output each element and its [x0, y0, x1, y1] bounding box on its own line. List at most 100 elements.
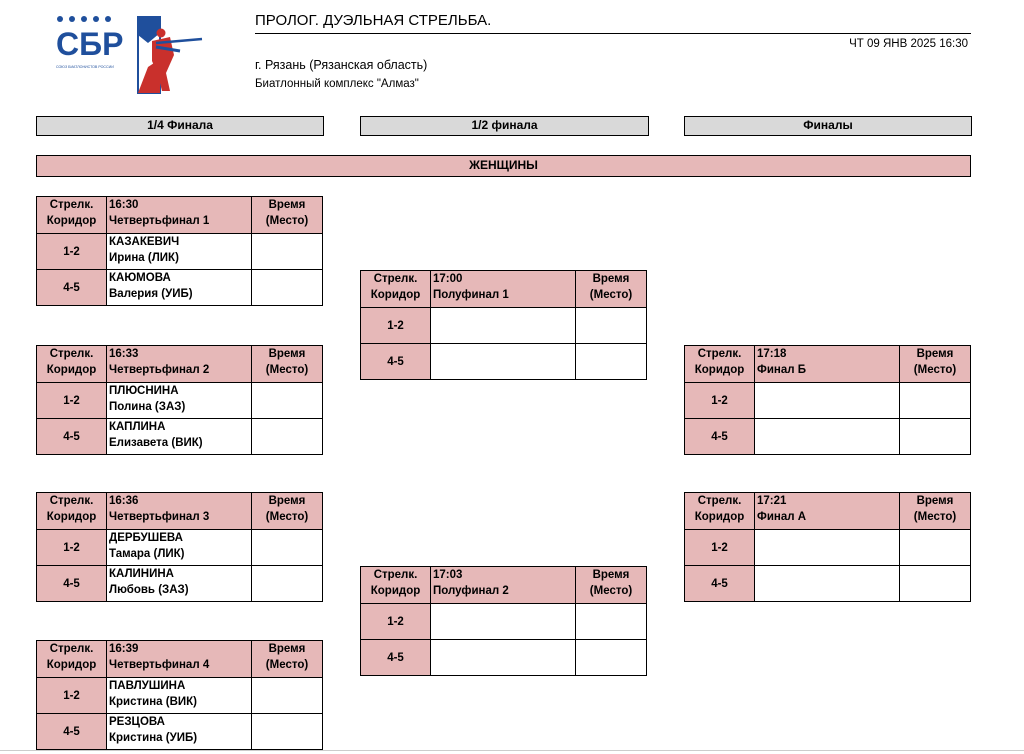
lane-cell: 4-5	[36, 269, 107, 306]
result-cell	[899, 565, 971, 602]
time-header-line2: (Место)	[913, 364, 957, 376]
athlete-surname: КАЮМОВА	[109, 272, 171, 284]
result-cell	[899, 382, 971, 419]
heat-name: Четвертьфинал 1	[109, 215, 210, 227]
time-header-line1: Время	[916, 348, 954, 360]
lane-header: Стрелк.Коридор	[684, 492, 755, 530]
page-bottom-edge	[0, 750, 1024, 751]
event-datetime: ЧТ 09 ЯНВ 2025 16:30	[849, 38, 968, 50]
time-header-line1: Время	[592, 569, 630, 581]
athlete-firstname-team: Кристина (УИБ)	[109, 732, 198, 744]
heat-time: 17:21	[757, 495, 787, 507]
lane-cell: 4-5	[684, 565, 755, 602]
result-cell	[251, 677, 323, 714]
time-header: Время(Место)	[251, 492, 323, 530]
lane-cell: 4-5	[360, 343, 431, 380]
lane-header-line2: Коридор	[46, 659, 97, 671]
lane-header-line1: Стрелк.	[373, 273, 418, 285]
athlete-cell	[430, 343, 576, 380]
lane-cell: 1-2	[360, 603, 431, 640]
time-header: Время(Место)	[251, 640, 323, 678]
athlete-cell	[754, 418, 900, 455]
lane-cell: 4-5	[684, 418, 755, 455]
time-header: Время (Место)	[251, 345, 323, 383]
lane-cell: 1-2	[36, 529, 107, 566]
athlete-row: 4-5	[684, 565, 971, 602]
lane-cell: 4-5	[36, 565, 107, 602]
athlete-firstname-team: Полина (ЗАЗ)	[109, 401, 186, 413]
lane-header: Стрелк. Коридор	[360, 566, 431, 604]
athlete-firstname-team: Елизавета (ВИК)	[109, 437, 203, 449]
result-cell	[575, 639, 647, 676]
lane-header-line1: Стрелк.	[49, 348, 94, 360]
lane-header-line1: Стрелк.	[697, 348, 742, 360]
time-header: Время(Место)	[251, 196, 323, 234]
athlete-row: 1-2	[360, 603, 647, 640]
lane-cell: 4-5	[36, 713, 107, 750]
time-header: Время (Место)	[575, 270, 647, 308]
heat-time: 17:03	[433, 569, 463, 581]
stage-finals: Финалы	[684, 116, 972, 136]
lane-header: Стрелк.Коридор	[684, 345, 755, 383]
athlete-firstname-team: Тамара (ЛИК)	[109, 548, 185, 560]
lane-header-line1: Стрелк.	[49, 495, 94, 507]
heat-name: Четвертьфинал 3	[109, 511, 210, 523]
time-header-line1: Время	[268, 348, 306, 360]
lane-header-line1: Стрелк.	[49, 643, 94, 655]
result-cell	[251, 565, 323, 602]
athlete-cell	[430, 603, 576, 640]
time-header-line1: Время	[916, 495, 954, 507]
event-venue: Биатлонный комплекс "Алмаз"	[255, 78, 419, 90]
time-header: Время (Место)	[899, 345, 971, 383]
logo-text: СБР	[56, 26, 123, 62]
heat-time: 16:39	[109, 643, 139, 655]
athlete-surname: ПАВЛУШИНА	[109, 680, 186, 692]
lane-cell: 1-2	[684, 382, 755, 419]
time-header-line1: Время	[592, 273, 630, 285]
athlete-row: 1-2	[684, 529, 971, 566]
time-header-line2: (Место)	[589, 289, 633, 301]
athlete-cell	[430, 639, 576, 676]
result-cell	[251, 269, 323, 306]
result-cell	[575, 603, 647, 640]
result-cell	[899, 418, 971, 455]
athlete-cell	[754, 565, 900, 602]
heat-name: Финал А	[757, 511, 807, 523]
lane-header-line2: Коридор	[370, 585, 421, 597]
lane-header-line1: Стрелк.	[373, 569, 418, 581]
athlete-firstname-team: Валерия (УИБ)	[109, 288, 193, 300]
time-header-line1: Время	[268, 643, 306, 655]
time-header-line2: (Место)	[265, 364, 309, 376]
lane-cell: 4-5	[360, 639, 431, 676]
lane-header: Стрелк. Коридор	[36, 640, 107, 678]
athlete-row: 4-5	[360, 343, 647, 380]
heat-name: Полуфинал 1	[433, 289, 509, 301]
time-header-line2: (Место)	[589, 585, 633, 597]
athlete-cell: КАЮМОВА Валерия (УИБ)	[106, 269, 252, 306]
time-header-line2: (Место)	[265, 511, 309, 523]
time-header-line2: (Место)	[913, 511, 957, 523]
